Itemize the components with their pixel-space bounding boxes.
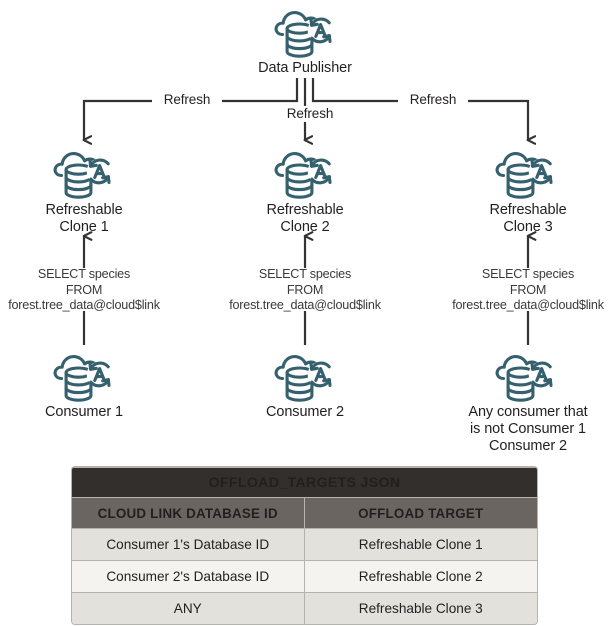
consumer-1-icon bbox=[53, 355, 114, 402]
clone-1-label-line2: Clone 1 bbox=[59, 219, 109, 235]
consumer-3-label-line2: is not Consumer 1 bbox=[470, 421, 586, 437]
column-header-cloud-link-database-id: CLOUD LINK DATABASE ID bbox=[72, 497, 305, 528]
consumer-3-label: Any consumer that is not Consumer 1 Cons… bbox=[448, 404, 608, 455]
table-row: ANY Refreshable Clone 3 bbox=[72, 592, 537, 624]
clone-3-label-line2: Clone 3 bbox=[503, 219, 553, 235]
query-2-line1: SELECT species bbox=[258, 267, 352, 281]
data-publisher-icon bbox=[274, 11, 335, 58]
cell-database-id: ANY bbox=[72, 592, 305, 624]
refreshable-clone-2-icon bbox=[274, 152, 335, 199]
refreshable-clone-3-icon bbox=[495, 152, 556, 199]
edge-label-refresh-center: Refresh bbox=[275, 106, 345, 122]
refreshable-clone-1-label: Refreshable Clone 1 bbox=[14, 202, 154, 236]
clone-1-label-line1: Refreshable bbox=[45, 202, 123, 218]
query-3-line1: SELECT species bbox=[481, 267, 575, 281]
consumer-3-label-line3: Consumer 2 bbox=[489, 438, 567, 454]
cell-offload-target: Refreshable Clone 2 bbox=[304, 560, 537, 592]
cell-database-id: Consumer 1's Database ID bbox=[72, 528, 305, 560]
consumer-2-label-line1: Consumer 2 bbox=[266, 404, 344, 420]
cell-database-id: Consumer 2's Database ID bbox=[72, 560, 305, 592]
table-header-row: CLOUD LINK DATABASE ID OFFLOAD TARGET bbox=[72, 497, 537, 528]
consumer-2-icon bbox=[274, 355, 335, 402]
refreshable-clone-3-label: Refreshable Clone 3 bbox=[458, 202, 598, 236]
consumer-3-label-line1: Any consumer that bbox=[468, 404, 588, 420]
query-3-line3: forest.tree_data@cloud$link bbox=[452, 298, 604, 312]
query-1-line3: forest.tree_data@cloud$link bbox=[8, 298, 160, 312]
clone-2-label-line2: Clone 2 bbox=[280, 219, 330, 235]
query-label-3: SELECT species FROM forest.tree_data@clo… bbox=[444, 267, 610, 314]
clone-3-label-line1: Refreshable bbox=[489, 202, 567, 218]
consumer-3-icon bbox=[495, 355, 556, 402]
query-2-line2: FROM bbox=[286, 282, 324, 297]
table-title: OFFLOAD_TARGETS JSON bbox=[72, 467, 537, 497]
query-3-line2: FROM bbox=[509, 282, 547, 297]
query-label-1: SELECT species FROM forest.tree_data@clo… bbox=[0, 267, 168, 314]
data-publisher-label: Data Publisher bbox=[258, 60, 352, 76]
table-row: Consumer 2's Database ID Refreshable Clo… bbox=[72, 560, 537, 592]
refreshable-clone-1-icon bbox=[53, 152, 114, 199]
query-1-line2: FROM bbox=[65, 282, 103, 297]
cell-offload-target: Refreshable Clone 1 bbox=[304, 528, 537, 560]
edge-label-refresh-left: Refresh bbox=[152, 92, 222, 108]
table-title-row: OFFLOAD_TARGETS JSON bbox=[72, 467, 537, 497]
clone-2-label-line1: Refreshable bbox=[266, 202, 344, 218]
edge-label-refresh-right: Refresh bbox=[398, 92, 468, 108]
consumer-2-label: Consumer 2 bbox=[235, 404, 375, 421]
table-row: Consumer 1's Database ID Refreshable Clo… bbox=[72, 528, 537, 560]
column-header-offload-target: OFFLOAD TARGET bbox=[304, 497, 537, 528]
consumer-1-label: Consumer 1 bbox=[14, 404, 154, 421]
query-label-2: SELECT species FROM forest.tree_data@clo… bbox=[221, 267, 389, 314]
offload-targets-table: OFFLOAD_TARGETS JSON CLOUD LINK DATABASE… bbox=[72, 467, 537, 624]
query-1-line1: SELECT species bbox=[37, 267, 131, 281]
query-2-line3: forest.tree_data@cloud$link bbox=[229, 298, 381, 312]
consumer-1-label-line1: Consumer 1 bbox=[45, 404, 123, 420]
refreshable-clone-2-label: Refreshable Clone 2 bbox=[235, 202, 375, 236]
cell-offload-target: Refreshable Clone 3 bbox=[304, 592, 537, 624]
